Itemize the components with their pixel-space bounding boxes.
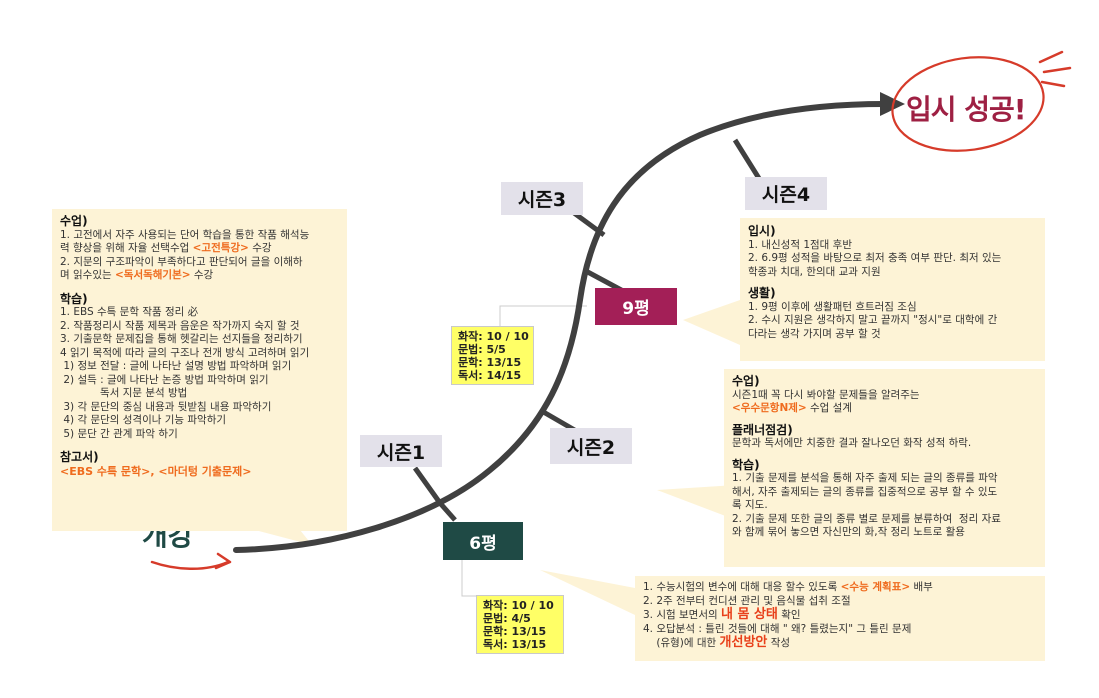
note-text: 1) 정보 전달 : 글에 나타난 설명 방법 파악하며 읽기 (60, 360, 292, 372)
score-box-9: 화작: 10 / 10 문법: 5/5 문학: 13/15 독서: 14/15 (451, 326, 534, 385)
score-box-6: 화작: 10 / 10 문법: 4/5 문학: 13/15 독서: 13/15 (476, 595, 564, 654)
callout-tail-s2 (657, 485, 736, 520)
note-heading: 플래너점검) (732, 422, 793, 437)
note-text: 1. 내신성적 1점대 후반 (748, 238, 852, 251)
note-text: 4 읽기 목적에 따라 글의 구조나 전개 방식 고려하며 읽기 (60, 346, 310, 359)
season-2-label: 시즌2 (550, 428, 632, 464)
note-text: 다라는 생각 가지며 공부 할 것 (748, 327, 881, 340)
highlight-text: <수능 계획표> (840, 581, 911, 593)
exam-9-badge: 9평 (595, 288, 677, 325)
note-text: 2. 2주 전부터 컨디션 관리 및 음식물 섭취 조절 (643, 594, 851, 607)
note-text: 1. 기출 문제를 분석을 통해 자주 출제 되는 글의 종류를 파악 (732, 472, 998, 484)
season-3-label: 시즌3 (501, 182, 583, 215)
highlight-text: <독서독해기본> (114, 269, 191, 281)
note-text: 4. 오답분석 : 틀린 것들에 대해 " 왜? 틀렸는지" 그 틀린 문제 (643, 622, 912, 635)
note-text: 며 읽수있는 <독서독해기본> 수강 (60, 269, 214, 281)
note-text: 학종과 치대, 한의대 교과 지원 (748, 265, 881, 278)
growth-curve (233, 101, 888, 553)
note-text: 5) 문단 간 관계 파악 하기 (60, 427, 178, 440)
note-text: 2. 기출 문제 또한 글의 종류 별로 문제를 분류하여 정리 자료 (732, 512, 1001, 525)
score-9-line: 화작: 10 / 10 (458, 330, 529, 343)
highlight-text: <EBS 수특 문학>, <마더텅 기출문제> (60, 464, 252, 478)
note-text: 2. 수시 지원은 생각하지 말고 끝까지 "정시"로 대학에 간 (748, 314, 998, 326)
score-9-line: 독서: 14/15 (458, 369, 522, 382)
note-heading: 학습) (60, 291, 88, 306)
score-9-line: 문학: 13/15 (458, 356, 522, 369)
connector-6 (461, 560, 476, 597)
start-arrow-icon (150, 552, 232, 570)
goal-label: 입시 성공! (906, 93, 1027, 126)
note-heading: 생활) (748, 286, 776, 300)
note-text: 2. 6.9평 성적을 바탕으로 최저 충족 여부 판단. 최저 있는 (748, 252, 1002, 264)
note-text: 1. 수능시험의 변수에 대해 대응 할수 있도록 <수능 계획표> 배부 (643, 581, 933, 593)
connector-9 (499, 305, 587, 326)
note-text: 1. 9평 이후에 생활패턴 흐트러짐 조심 (748, 300, 917, 313)
highlight-text: <고전특강> (192, 242, 249, 254)
note-heading: 입시) (748, 224, 776, 238)
note-text: 1. 고전에서 자주 사용되는 단어 학습을 통한 작품 해석능 (60, 228, 310, 241)
note-text: 2. 지문의 구조파악이 부족하다고 판단되어 글을 이해하 (60, 255, 303, 268)
note-season2: 수업) 시즌1때 꼭 다시 봐야할 문제들을 알려주는 <우수문항N제> 수업 … (724, 369, 1045, 567)
tick-season4 (732, 138, 763, 182)
highlight-text: 내 몸 상태 (721, 607, 778, 622)
score-6-line: 문법: 4/5 (483, 612, 531, 625)
note-heading: 참고서) (60, 450, 99, 464)
season-1-label: 시즌1 (360, 435, 442, 467)
note-heading: 수업) (732, 374, 760, 388)
highlight-text: 개선방안 (719, 635, 768, 650)
note-exam9: 입시) 1. 내신성적 1점대 후반 2. 6.9평 성적을 바탕으로 최저 충… (740, 218, 1045, 361)
note-heading: 수업) (60, 214, 88, 228)
season-4-label: 시즌4 (745, 177, 827, 210)
note-season1: 수업) 1. 고전에서 자주 사용되는 단어 학습을 통한 작품 해석능 력 향… (52, 209, 347, 531)
note-text: 력 향상을 위해 자율 선택수업 <고전특강> 수강 (60, 242, 272, 254)
note-heading: 학습) (732, 457, 760, 472)
note-text: 문학과 독서에만 치중한 결과 잘나오던 화작 성적 하락. (732, 437, 972, 449)
highlight-text: <우수문항N제> (732, 402, 807, 414)
note-text: (유형)에 대한 개선방안 작성 (643, 635, 791, 650)
note-text: 독서 지문 분석 방법 (60, 387, 188, 399)
goal-circle (891, 56, 1045, 152)
note-text: 록 지도. (732, 499, 768, 511)
note-text: 와 함께 묶어 놓으면 자신만의 화,작 정리 노트로 활용 (732, 526, 965, 538)
score-6-line: 문학: 13/15 (483, 625, 547, 638)
tick-6 (438, 501, 457, 522)
callout-tail-left (255, 530, 312, 545)
note-text: 시즌1때 꼭 다시 봐야할 문제들을 알려주는 (732, 388, 920, 401)
note-text: 해서, 자주 출제되는 글의 종류를 집중적으로 공부 할 수 있도 (732, 485, 998, 498)
note-text: 3) 각 문단의 중심 내용과 뒷받침 내용 파악하기 (60, 400, 272, 413)
score-9-line: 문법: 5/5 (458, 343, 506, 356)
tick-season1 (412, 466, 443, 505)
note-text: 2. 작품정리시 작품 제목과 음운은 작가까지 숙지 할 것 (60, 319, 300, 332)
note-text: 4) 각 문단의 성격이나 기능 파악하기 (60, 414, 227, 426)
note-text: <우수문항N제> 수업 설계 (732, 402, 853, 414)
note-exam6: 1. 수능시험의 변수에 대해 대응 할수 있도록 <수능 계획표> 배부 2.… (635, 576, 1045, 661)
exam-6-badge: 6평 (443, 522, 523, 560)
score-6-line: 독서: 13/15 (483, 638, 547, 651)
callout-tail-9 (683, 300, 740, 345)
goal-burst-icon (1038, 50, 1072, 88)
note-text: 3. 기출문학 문제집을 통해 헷갈리는 선지들을 정리하기 (60, 333, 303, 345)
score-6-line: 화작: 10 / 10 (483, 599, 554, 612)
note-text: 1. EBS 수특 문학 작품 정리 必 (60, 306, 199, 318)
callout-tail-6 (540, 570, 635, 615)
note-text: 3. 시험 보면서의 내 몸 상태 확인 (643, 607, 801, 622)
note-text: 2) 설득 : 글에 나타난 논증 방법 파악하며 읽기 (60, 373, 269, 386)
